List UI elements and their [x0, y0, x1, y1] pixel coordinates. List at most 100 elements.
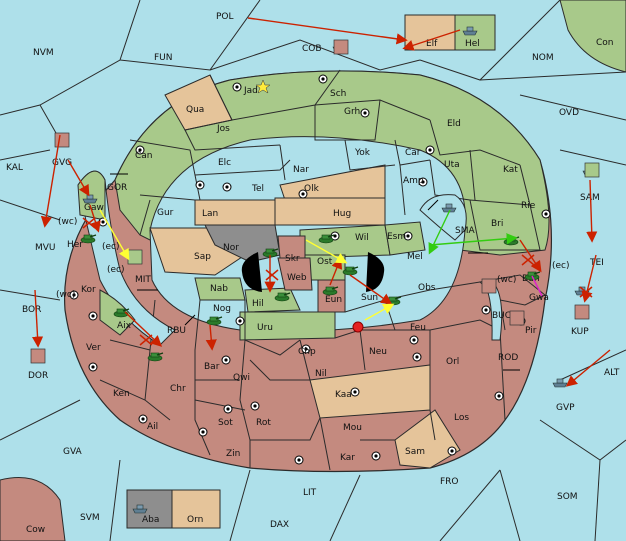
sea-label-gva: GVA [63, 447, 83, 457]
sea-label-aba: Aba [142, 515, 159, 525]
prov-label-uru: Uru [257, 323, 273, 333]
prov-label-rot: Rot [256, 418, 271, 428]
prov-label-hug: Hug [333, 209, 351, 219]
prov-label-elc: Elc [218, 158, 231, 168]
prov-label-los: Los [454, 413, 469, 423]
sea-label-nom: NOM [532, 53, 554, 63]
prov-label-hil: Hil [252, 299, 264, 309]
prov-label-kat: Kat [503, 165, 518, 175]
coast-markers: (wc) (ec) (wc) (ec) (wc) (ec) [56, 217, 570, 300]
province-web[interactable] [277, 257, 313, 291]
prov-label-kaa: Kaa [335, 390, 352, 400]
prov-label-amp: Amp [403, 176, 424, 186]
province-sam[interactable] [394, 409, 461, 469]
prov-label-chr: Chr [170, 384, 186, 394]
sea-label-pol: POL [216, 12, 234, 22]
prov-label-sch: Sch [330, 89, 346, 99]
prov-label-bar: Bar [204, 362, 220, 372]
coast-label-wc-her: (wc) [58, 217, 77, 227]
prov-label-zin: Zin [226, 449, 240, 459]
prov-label-aix: Aix [117, 321, 132, 331]
star-icon [255, 79, 271, 94]
prov-label-mou: Mou [343, 423, 362, 433]
prov-label-sot: Sot [218, 418, 233, 428]
coast-label-ec-bun: (ec) [552, 261, 570, 271]
province-bri[interactable] [469, 199, 541, 251]
prov-label-jad: Jad [243, 86, 258, 96]
trench-west [241, 252, 262, 292]
sea-label-alt: ALT [604, 368, 620, 378]
prov-label-web: Web [287, 273, 307, 283]
sea-label-mit: MIT [135, 275, 151, 285]
prov-label-chp: Chp [298, 347, 316, 357]
prov-label-feu: Feu [410, 323, 426, 333]
province-wil[interactable] [299, 224, 391, 259]
prov-label-ver: Ver [86, 343, 101, 353]
prov-label-pir: Pir [525, 326, 537, 336]
sea-label-rod: ROD [498, 353, 518, 363]
prov-label-can: Can [135, 151, 153, 161]
prov-label-rie: Rie [521, 201, 536, 211]
coast-label-wc-bun: (wc) [497, 275, 516, 285]
prov-label-sam: Sam [405, 447, 425, 457]
markers [255, 79, 364, 333]
prov-label-nor: Nor [223, 243, 239, 253]
sea-label-mvu: MVU [35, 243, 56, 253]
sea-label-dax: DAX [270, 520, 289, 530]
sea-label-kup: KUP [571, 327, 589, 337]
prov-label-qwi: Qwi [233, 373, 250, 383]
sea-label-som: SOM [557, 492, 578, 502]
prov-label-nar: Nar [293, 165, 309, 175]
sea-label-kal: KAL [6, 163, 23, 173]
sea-label-bor: BOR [22, 305, 41, 315]
province-labels: Jad Sch Qua Jos Grh Eld Can Elc Nar Yok … [67, 86, 549, 463]
prov-label-jos: Jos [216, 124, 230, 134]
prov-label-kor: Kor [81, 285, 96, 295]
sea-label-gvg: GVG [52, 158, 72, 168]
prov-label-tel: Tel [251, 184, 264, 194]
prov-label-gur: Gur [157, 208, 174, 218]
sea-label-buc: BUC [492, 311, 511, 321]
province-uru[interactable] [239, 311, 336, 341]
province-nor[interactable] [204, 224, 281, 263]
province-cow[interactable] [0, 477, 66, 541]
sea-label-elf: Elf [426, 39, 438, 49]
province-orn[interactable] [171, 489, 221, 529]
sea-label-fun: FUN [154, 53, 173, 63]
prov-label-olk: Olk [304, 184, 320, 194]
prov-label-yok: Yok [354, 148, 371, 158]
sea-label-sma: SMA [455, 226, 475, 236]
prov-label-gwa: Gwa [529, 293, 549, 303]
prov-label-orl: Orl [446, 357, 459, 367]
sea-label-cow: Cow [26, 525, 45, 535]
sea-label-dor: DOR [28, 371, 48, 381]
sea-label-gor: GOR [107, 183, 127, 193]
sea-label-orn: Orn [187, 515, 203, 525]
prov-label-lan: Lan [202, 209, 218, 219]
sea-label-con: Con [596, 38, 614, 48]
prov-label-nog: Nog [213, 304, 231, 314]
sea-label-ovd: OVD [559, 108, 579, 118]
sea-label-lit: LIT [303, 488, 317, 498]
prov-label-sun: Sun [361, 293, 378, 303]
prov-label-esm: Esm [387, 232, 406, 242]
sea-label-cob: COB [302, 44, 322, 54]
prov-label-obs: Obs [418, 283, 436, 293]
sea-label-gvp: GVP [556, 403, 575, 413]
prov-label-uta: Uta [444, 160, 460, 170]
province-hug[interactable] [274, 197, 386, 226]
coast-label-wc-kor: (wc) [56, 290, 75, 300]
prov-label-gaw: Gaw [84, 203, 104, 213]
prov-label-mel: Mel [407, 252, 423, 262]
trench-east [366, 252, 385, 292]
prov-label-skr: Skr [285, 254, 300, 264]
prov-label-sap: Sap [194, 252, 211, 262]
cut-markers [82, 217, 593, 346]
prov-label-neu: Neu [369, 347, 387, 357]
prov-label-bri: Bri [491, 219, 503, 229]
prov-label-nil: Nil [315, 369, 327, 379]
prov-label-eld: Eld [447, 119, 461, 129]
sea-label-hel: Hel [465, 39, 480, 49]
